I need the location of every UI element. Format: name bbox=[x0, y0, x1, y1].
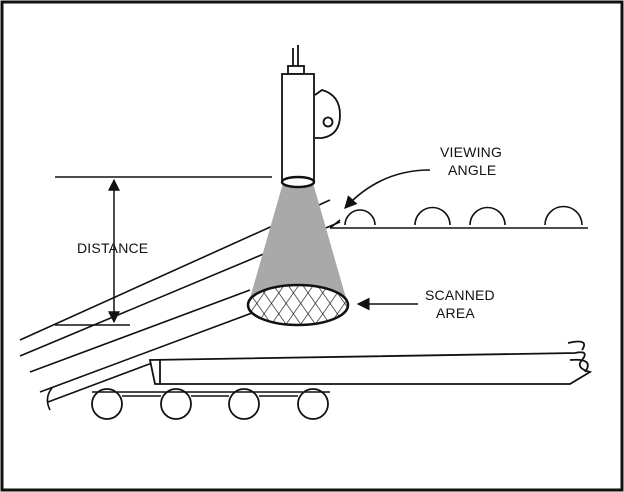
scanned-area-ellipse bbox=[246, 283, 350, 327]
roller-rails bbox=[92, 391, 330, 397]
rollers bbox=[91, 388, 329, 420]
sensor-body bbox=[280, 45, 341, 189]
roller bbox=[91, 388, 123, 420]
viewing-angle-pointer bbox=[344, 169, 431, 209]
distance-guides bbox=[55, 176, 272, 326]
roller bbox=[297, 388, 329, 420]
distance-label: DISTANCE bbox=[77, 240, 148, 256]
light-beam bbox=[248, 183, 348, 305]
roller bbox=[160, 388, 192, 420]
viewing-angle-label-line2: ANGLE bbox=[448, 162, 496, 178]
viewing-angle-label: VIEWING bbox=[440, 144, 502, 160]
scanned-area-label-line2: AREA bbox=[436, 305, 475, 321]
scanned-area-label: SCANNED bbox=[425, 287, 495, 303]
roller bbox=[228, 388, 260, 420]
upper-conveyor bbox=[329, 205, 588, 229]
sheet-material bbox=[148, 340, 593, 385]
